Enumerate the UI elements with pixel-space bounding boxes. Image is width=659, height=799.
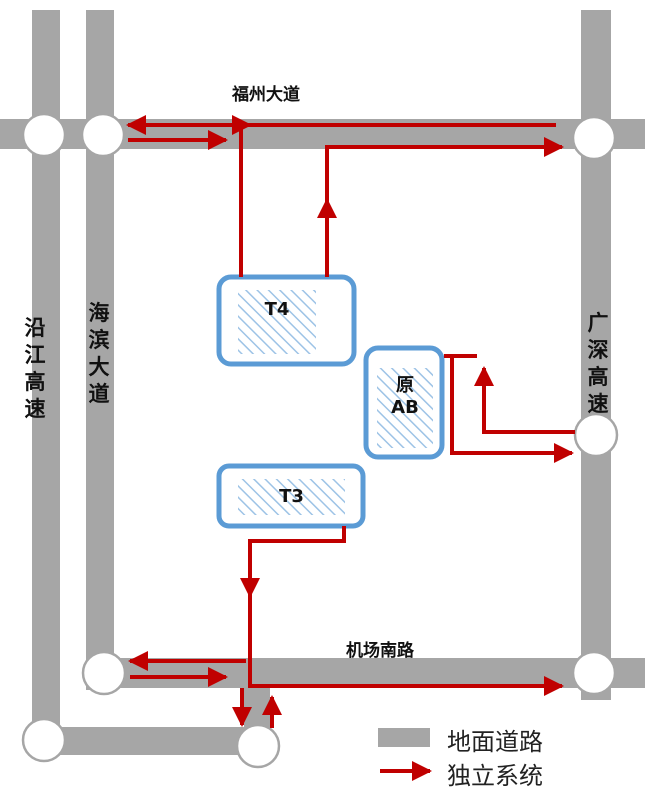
label-terminal-ab: 原 AB [391, 375, 419, 418]
interchange-nodes [21, 112, 619, 769]
route-ab-outer-b [450, 356, 574, 463]
label-terminal-t3: T3 [279, 486, 304, 507]
terminal-t3 [216, 463, 366, 529]
node-south-haibin [81, 650, 127, 696]
route-ab-inner [474, 366, 575, 434]
terminal-t4 [216, 274, 357, 367]
legend-road-swatch [378, 728, 430, 747]
terminal-ab [363, 345, 445, 460]
node-lower-link [235, 723, 281, 769]
label-guangshen-expressway: 广深高速 [587, 311, 609, 416]
road-lower-link [30, 727, 270, 755]
node-fuzhou-haibin [80, 112, 126, 158]
label-fuzhou-avenue: 福州大道 [232, 85, 300, 105]
label-haibin-avenue: 海滨大道 [88, 301, 110, 406]
route-t4-east-exit [325, 145, 556, 277]
label-terminal-t4: T4 [264, 299, 290, 320]
node-lower-coastal [21, 717, 67, 763]
label-coastal-expressway: 沿江高速 [24, 316, 46, 421]
independent-routes [126, 115, 575, 728]
legend-surface-road: 地面道路 [447, 728, 543, 756]
label-airport-south-road: 机场南路 [346, 641, 414, 661]
node-fuzhou-guangshen [571, 115, 617, 161]
route-t3-down [248, 596, 564, 696]
node-guangshen-ab [573, 412, 619, 458]
legend-independent-system: 独立系统 [447, 762, 543, 790]
route-t3-loop [240, 526, 346, 598]
node-south-guangshen [571, 650, 617, 696]
node-fuzhou-coastal [21, 112, 67, 158]
